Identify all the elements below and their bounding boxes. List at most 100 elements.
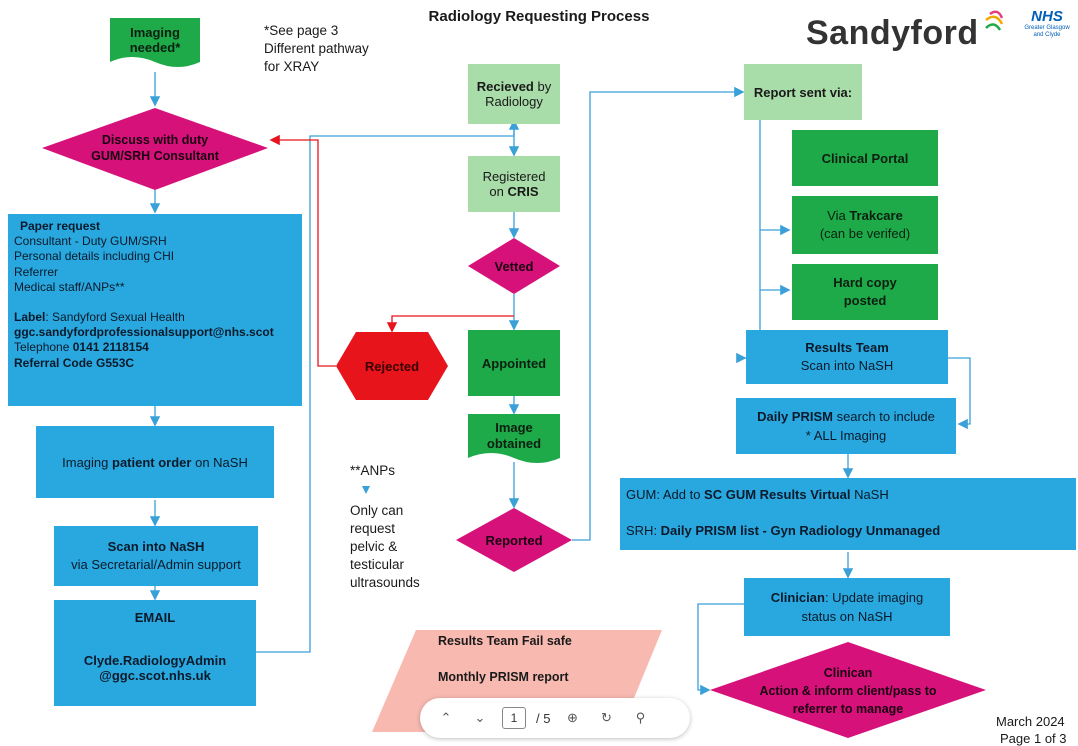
- paper-request-line: Consultant - Duty GUM/SRH: [14, 234, 167, 249]
- paper-request-box: Paper request Consultant - Duty GUM/SRH …: [8, 214, 302, 406]
- page-number-input[interactable]: 1: [502, 707, 526, 729]
- page-title: Radiology Requesting Process: [428, 8, 650, 25]
- patient-order-text: Imaging patient order on NaSH: [62, 455, 248, 470]
- rotate-icon[interactable]: ↻: [601, 710, 612, 725]
- clinician-bold: Clinician: [770, 590, 825, 605]
- xray-note-line: for XRAY: [264, 59, 320, 74]
- received-bold: Recieved: [476, 79, 534, 94]
- scan-nash-subtext: via Secretarial/Admin support: [71, 557, 241, 572]
- patient-order-box: Imaging patient order on NaSH: [36, 426, 274, 498]
- footer-page: Page 1 of 3: [1000, 731, 1067, 746]
- next-page-icon[interactable]: ⌄: [474, 710, 486, 725]
- vetted-label: Vetted: [494, 258, 534, 274]
- gum-bold: SC GUM Results Virtual: [704, 487, 851, 502]
- sandyford-logo: Sandyford: [806, 14, 979, 52]
- reported-label: Reported: [485, 532, 543, 548]
- nhs-sub1: Greater Glasgow: [1024, 25, 1070, 31]
- imaging-needed-label: Imaging needed*: [110, 18, 200, 62]
- anps-arrow-icon: [362, 486, 370, 494]
- trakcare-pre: Via: [827, 208, 850, 223]
- gum-post: NaSH: [850, 487, 889, 502]
- registered-line2: on CRIS: [489, 184, 538, 199]
- gum-line: GUM: Add to SC GUM Results Virtual NaSH: [626, 486, 1070, 504]
- scan-nash-heading: Scan into NaSH: [107, 539, 205, 554]
- label-value: : Sandyford Sexual Health: [45, 310, 185, 325]
- anps-note-line: ultrasounds: [350, 575, 420, 590]
- discuss-line: GUM/SRH Consultant: [91, 149, 219, 163]
- anps-note: Only can request pelvic & testicular ult…: [350, 502, 420, 592]
- support-email[interactable]: ggc.sandyfordprofessionalsupport@nhs.sco…: [14, 325, 274, 340]
- xray-note-line: Different pathway: [264, 41, 369, 56]
- telephone-line: Telephone 0141 2118154: [14, 340, 294, 355]
- paper-request-line: Medical staff/ANPs**: [14, 279, 125, 294]
- scan-nash-box: Scan into NaSH via Secretarial/Admin sup…: [54, 526, 258, 586]
- patient-order-pre: Imaging: [62, 454, 113, 470]
- clinical-portal-box: Clinical Portal: [792, 130, 938, 186]
- paper-request-line: Referrer: [14, 264, 59, 279]
- results-team-box: Results Team Scan into NaSH: [746, 330, 948, 384]
- clinican-action-line: Clinican: [823, 666, 873, 680]
- clinican-action-line: Action & inform client/pass to: [759, 684, 937, 698]
- daily-prism-bold: Daily PRISM: [757, 409, 833, 424]
- registered-bold: CRIS: [507, 184, 539, 199]
- daily-prism-line2: * ALL Imaging: [805, 428, 887, 443]
- imaging-needed-shape: [110, 18, 200, 67]
- telephone-prefix: Telephone: [14, 340, 73, 355]
- trakcare-line2: (can be verifed): [819, 226, 911, 241]
- received-line2: Radiology: [485, 94, 543, 109]
- imaging-needed-line: Imaging: [130, 25, 180, 40]
- pdf-viewer-toolbar: ⌃ ⌄ 1 / 5 ⊕ ↻ ⚲: [420, 698, 690, 738]
- clinician-box: Clinician: Update imaging status on NaSH: [744, 578, 950, 636]
- received-line1: Recieved by: [477, 79, 551, 94]
- srh-pre: SRH:: [626, 523, 661, 538]
- email-address-line[interactable]: Clyde.RadiologyAdmin: [83, 653, 227, 668]
- page-total: / 5: [536, 710, 551, 726]
- vetted-diamond: [468, 238, 560, 294]
- appointed-box: Appointed: [468, 330, 560, 396]
- xray-note: *See page 3 Different pathway for XRAY: [264, 22, 369, 76]
- clinician-rest: : Update imaging: [824, 590, 924, 605]
- previous-page-icon[interactable]: ⌃: [440, 710, 452, 725]
- trakcare-box: Via Trakcare (can be verifed): [792, 196, 938, 254]
- hard-copy-line: posted: [843, 293, 887, 308]
- search-icon[interactable]: ⚲: [635, 710, 646, 725]
- clinican-action-line: referrer to manage: [792, 702, 904, 716]
- image-obtained-label: Image obtained: [468, 416, 560, 456]
- clinician-line1: Clinician: Update imaging: [771, 588, 923, 607]
- referral-code: Referral Code G553C: [14, 355, 135, 370]
- email-address-line[interactable]: @ggc.scot.nhs.uk: [99, 668, 211, 683]
- image-obtained-line: obtained: [486, 436, 542, 451]
- discuss-diamond: [42, 108, 268, 190]
- discuss-line: Discuss with duty: [101, 133, 209, 147]
- email-heading: EMAIL: [134, 610, 176, 625]
- paper-request-heading: Paper request: [20, 219, 101, 233]
- anps-note-line: testicular: [350, 557, 405, 572]
- patient-order-post: on NaSH: [191, 454, 248, 470]
- anps-note-line: request: [350, 521, 396, 536]
- anps-note-line: Only can: [350, 503, 404, 518]
- srh-bold: Daily PRISM list - Gyn Radiology Unmanag…: [660, 523, 941, 538]
- hard-copy-line: Hard copy: [833, 275, 897, 290]
- daily-prism-line1: Daily PRISM search to include: [757, 407, 935, 426]
- registered-box: Registered on CRIS: [468, 156, 560, 212]
- received-rest: by: [533, 79, 552, 94]
- zoom-in-icon[interactable]: ⊕: [567, 710, 578, 725]
- received-box: Recieved by Radiology: [468, 64, 560, 124]
- registered-line1: Registered: [482, 169, 546, 184]
- failsafe-line2: Monthly PRISM report: [438, 670, 569, 684]
- email-box: EMAIL Clyde.RadiologyAdmin @ggc.scot.nhs…: [54, 600, 256, 706]
- clinican-action-label: Clinican Action & inform client/pass to …: [730, 662, 966, 720]
- patient-order-bold: patient order: [112, 454, 192, 470]
- paper-request-line: Personal details including CHI: [14, 249, 175, 264]
- telephone-number[interactable]: 0141 2118154: [72, 340, 149, 355]
- nhs-mark: NHS: [1031, 8, 1063, 25]
- nhs-sub2: and Clyde: [1033, 32, 1061, 38]
- imaging-needed-line: needed*: [129, 40, 181, 55]
- gum-srh-box: GUM: Add to SC GUM Results Virtual NaSH …: [620, 478, 1076, 550]
- image-obtained-shape: [468, 414, 560, 463]
- failsafe-line1: Results Team Fail safe: [438, 634, 572, 648]
- label-key: Label: [14, 310, 46, 325]
- trakcare-line1: Via Trakcare: [827, 207, 903, 225]
- anps-note-line: pelvic &: [350, 539, 398, 554]
- hard-copy-box: Hard copy posted: [792, 264, 938, 320]
